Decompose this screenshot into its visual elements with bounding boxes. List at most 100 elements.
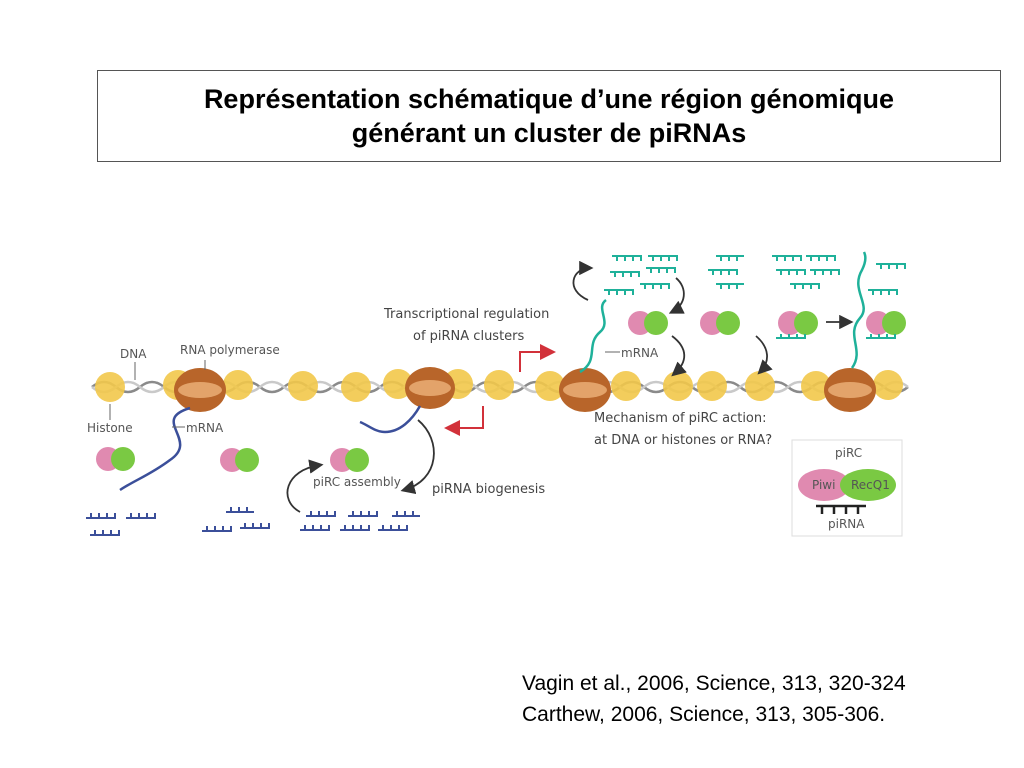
references: Vagin et al., 2006, Science, 313, 320-32… (522, 668, 906, 730)
pirna-comb (126, 513, 156, 519)
pirna-comb (776, 269, 806, 275)
pirna-comb (86, 513, 116, 519)
pirna-comb (640, 283, 670, 289)
inset-title: piRC (835, 446, 862, 460)
pirc-complex (330, 448, 369, 472)
histone (535, 371, 565, 401)
histone (223, 370, 253, 400)
curved-arrow (286, 459, 324, 513)
curved-arrow (755, 335, 773, 375)
rna-polymerase-label: RNA polymerase (180, 343, 280, 357)
transcriptional-label-1: Transcriptional regulation (383, 307, 549, 322)
histone (288, 371, 318, 401)
red-arrow (444, 406, 484, 436)
title-line-2: générant un cluster de piRNAs (351, 118, 747, 148)
pirna-comb (306, 511, 336, 517)
curved-arrow (400, 419, 435, 495)
mechanism-label-1: Mechanism of piRC action: (594, 411, 767, 426)
pirna-biogenesis-label: piRNA biogenesis (432, 482, 545, 497)
title-line-1: Représentation schématique d’une région … (203, 84, 895, 114)
red-arrow (519, 344, 556, 372)
mechanism-label-2: at DNA or histones or RNA? (594, 433, 772, 448)
pirc-complex (628, 311, 668, 335)
mrna-left-label: mRNA (186, 421, 224, 435)
curved-arrow (671, 335, 687, 377)
pirna-comb (810, 269, 840, 275)
mrna-strands-blue (119, 405, 422, 492)
mrna-strand (359, 405, 422, 434)
pirna-comb (772, 255, 802, 261)
red-arrows (444, 344, 556, 436)
pirc-complex (700, 311, 740, 335)
histone (873, 370, 903, 400)
pirc-inset: piRC Piwi RecQ1 piRNA (791, 439, 903, 537)
pirna-comb (716, 283, 744, 289)
recq1-protein (840, 469, 896, 501)
inset-pirna-label: piRNA (828, 517, 865, 531)
histone-label: Histone (87, 421, 133, 435)
inset-pirna (816, 504, 866, 514)
pirna-comb (708, 269, 738, 275)
pirna-comb (300, 525, 330, 531)
rna-polymerases (174, 367, 876, 412)
pirna-comb (610, 271, 640, 277)
piwi-protein (798, 469, 850, 501)
histone (95, 372, 125, 402)
mrna-strand (579, 298, 607, 374)
leader-lines (109, 351, 620, 428)
rna-polymerase (824, 368, 876, 412)
rna-polymerase (174, 368, 226, 412)
rna-polymerase (559, 368, 611, 412)
pirna-comb (90, 530, 120, 536)
pirna-comb (226, 507, 254, 513)
histone (341, 372, 371, 402)
piwi-label: Piwi (812, 478, 835, 492)
dna-label: DNA (120, 347, 147, 361)
pirc-assembly-label: piRC assembly (313, 475, 401, 489)
pirna-comb (776, 334, 806, 339)
pirna-comb (348, 511, 378, 517)
pirc-complex (778, 311, 818, 335)
pirna-comb (716, 255, 744, 261)
rna-polymerase (405, 367, 455, 409)
histone (484, 370, 514, 400)
histone (745, 371, 775, 401)
pirna-comb (866, 334, 896, 339)
pirna-comb (876, 263, 906, 269)
mrna-right-label: mRNA (621, 346, 659, 360)
pirna-comb (240, 523, 270, 529)
pirna-comb (340, 525, 370, 531)
reference-1: Vagin et al., 2006, Science, 313, 320-32… (522, 672, 906, 695)
pirc-complexes (96, 311, 906, 472)
pirc-complex (220, 448, 259, 472)
pirna-comb (648, 255, 678, 261)
pirc-complex (96, 447, 135, 471)
pirna-combs-blue (86, 507, 420, 536)
transcriptional-label-2: of piRNA clusters (413, 329, 525, 344)
pirna-comb (790, 283, 820, 289)
mrna-strands-teal (579, 251, 867, 374)
title-box: Représentation schématique d’une région … (97, 70, 1001, 162)
pirna-comb (604, 289, 634, 295)
histone (663, 371, 693, 401)
pirna-comb (392, 511, 420, 517)
mrna-strand (119, 406, 191, 492)
curved-arrow (668, 277, 685, 314)
reference-2: Carthew, 2006, Science, 313, 305-306. (522, 703, 886, 726)
histone (611, 371, 641, 401)
pirc-complex (866, 311, 906, 335)
mrna-strand (850, 251, 867, 369)
pirna-comb (202, 526, 232, 532)
histone (801, 371, 831, 401)
pirna-comb (646, 267, 676, 273)
pirna-combs-teal (604, 255, 906, 339)
recq1-label: RecQ1 (851, 478, 890, 492)
curved-arrow (572, 260, 594, 301)
histone (697, 371, 727, 401)
pirna-comb (806, 255, 836, 261)
pirna-comb (378, 525, 408, 531)
black-arrows (286, 260, 854, 513)
pirna-comb (612, 255, 642, 261)
pirna-comb (868, 289, 898, 295)
